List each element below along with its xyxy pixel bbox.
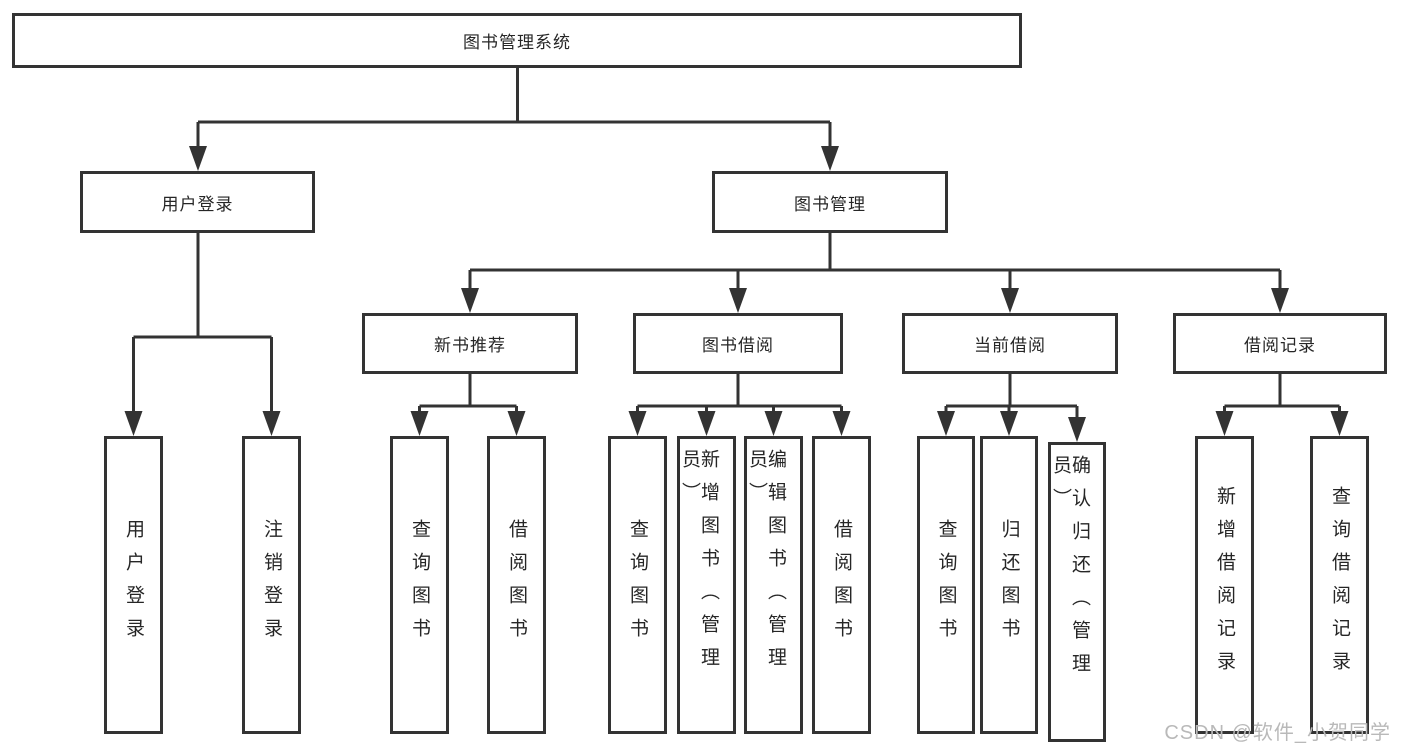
leaf-logout: 注销登录 <box>242 436 301 734</box>
leaf-return-book: 归还图书 <box>980 436 1038 734</box>
leaf-confirm-return-admin: 确认归还（管理员） <box>1048 442 1106 742</box>
node-current-borrow: 当前借阅 <box>902 313 1118 374</box>
leaf-label: 归还图书 <box>998 519 1020 651</box>
leaf-label: 查询图书 <box>627 519 648 651</box>
leaf-label: 查询图书 <box>935 519 957 651</box>
csdn-watermark: CSDN @软件_小贺同学 <box>1164 722 1391 744</box>
leaf-label: 新增借阅记录 <box>1214 486 1235 684</box>
leaf-edit-book-admin: 编辑图书（管理员） <box>744 436 803 734</box>
leaf-label: 确认归还（管理员） <box>1050 455 1090 686</box>
leaf-label: 查询图书 <box>409 519 430 651</box>
leaf-label: 新增图书（管理员） <box>679 449 719 680</box>
node-new-book-recommend: 新书推荐 <box>362 313 578 374</box>
leaf-user-login: 用户登录 <box>104 436 163 734</box>
leaf-label: 用户登录 <box>123 519 144 651</box>
leaf-query-book-borrow: 查询图书 <box>608 436 667 734</box>
node-book-management: 图书管理 <box>712 171 948 233</box>
node-book-borrow: 图书借阅 <box>633 313 843 374</box>
leaf-query-book-recommend: 查询图书 <box>390 436 449 734</box>
leaf-query-book-current: 查询图书 <box>917 436 975 734</box>
leaf-borrow-book: 借阅图书 <box>812 436 871 734</box>
leaf-label: 编辑图书（管理员） <box>746 449 786 680</box>
node-root: 图书管理系统 <box>12 13 1022 68</box>
leaf-add-book-admin: 新增图书（管理员） <box>677 436 736 734</box>
leaf-label: 查询借阅记录 <box>1329 486 1350 684</box>
node-user-login: 用户登录 <box>80 171 315 233</box>
leaf-borrow-book-recommend: 借阅图书 <box>487 436 546 734</box>
leaf-label: 借阅图书 <box>506 519 527 651</box>
leaf-query-borrow-record: 查询借阅记录 <box>1310 436 1369 734</box>
leaf-label: 借阅图书 <box>831 519 852 651</box>
leaf-add-borrow-record: 新增借阅记录 <box>1195 436 1254 734</box>
node-borrow-records: 借阅记录 <box>1173 313 1387 374</box>
leaf-label: 注销登录 <box>261 519 282 651</box>
